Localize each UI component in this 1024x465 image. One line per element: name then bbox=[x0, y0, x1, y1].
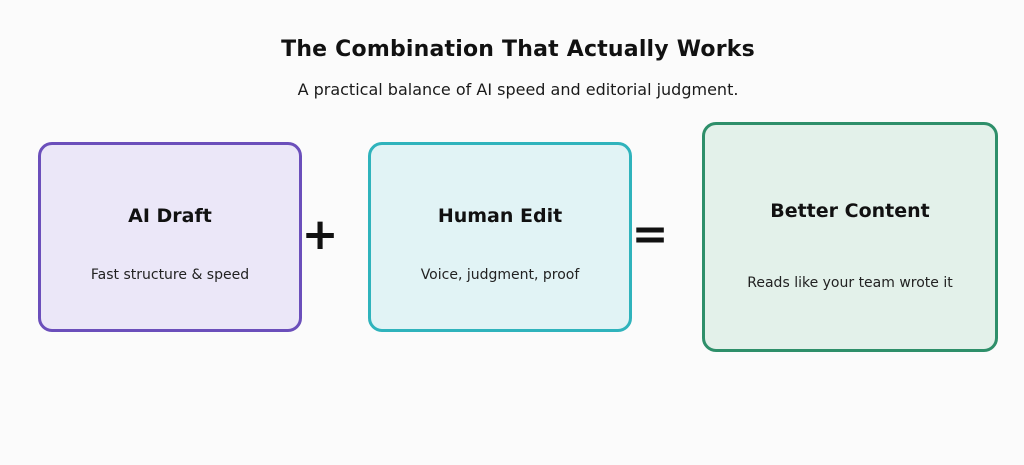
ai-draft-title: AI Draft bbox=[128, 205, 212, 227]
plus-operator: + bbox=[301, 209, 339, 260]
human-edit-description: Voice, judgment, proof bbox=[420, 267, 580, 283]
equals-operator: = bbox=[631, 209, 669, 260]
diagram-subtitle: A practical balance of AI speed and edit… bbox=[297, 80, 739, 99]
human-edit-title: Human Edit bbox=[437, 205, 563, 227]
better-content-description: Reads like your team wrote it bbox=[747, 275, 953, 291]
human-edit-box: Human Edit Voice, judgment, proof bbox=[368, 142, 632, 332]
ai-draft-box: AI Draft Fast structure & speed bbox=[38, 142, 302, 332]
better-content-box: Better Content Reads like your team wrot… bbox=[702, 122, 998, 352]
ai-draft-description: Fast structure & speed bbox=[90, 267, 250, 283]
diagram-title: The Combination That Actually Works bbox=[281, 37, 755, 62]
better-content-title: Better Content bbox=[770, 200, 930, 222]
